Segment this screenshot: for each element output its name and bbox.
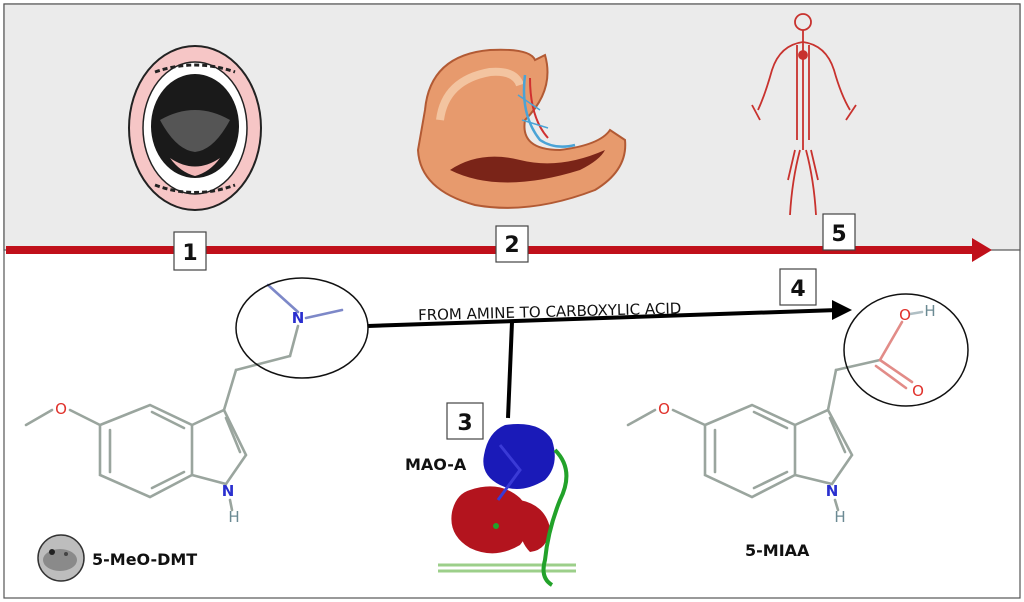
- stomach-icon: [416, 48, 627, 209]
- step-5-marker: 5: [822, 213, 856, 251]
- atom-nitrogen-indole: N: [826, 482, 839, 500]
- step-3-marker: 3: [446, 402, 484, 440]
- amine-highlight-circle: [235, 277, 369, 379]
- enzyme-label: MAO-A: [405, 455, 467, 474]
- circulatory-system-icon: [751, 13, 857, 216]
- svg-text:2: 2: [504, 233, 519, 258]
- svg-text:3: 3: [457, 411, 472, 436]
- atom-oxygen-carbonyl: O: [912, 382, 924, 400]
- atom-nitrogen-amine: N: [292, 309, 305, 327]
- toad-icon: [37, 534, 85, 582]
- step-1-marker: 1: [173, 231, 207, 271]
- atom-hydrogen: H: [228, 508, 239, 526]
- molecule-5-miaa: O N H O H O: [626, 302, 936, 526]
- reaction-arrow: [367, 300, 852, 419]
- mouth-icon: [128, 45, 262, 211]
- atom-nitrogen: N: [222, 482, 235, 500]
- atom-oxygen-hydroxyl: O: [899, 306, 911, 324]
- step-2-marker: 2: [495, 225, 529, 263]
- svg-text:4: 4: [790, 277, 805, 302]
- step-4-marker: 4: [779, 268, 817, 306]
- carboxyl-highlight-circle: [843, 293, 969, 407]
- atom-oxygen: O: [55, 400, 67, 418]
- compound-name-start: 5-MeO-DMT: [92, 550, 197, 569]
- compound-name-product: 5-MIAA: [745, 541, 810, 560]
- atom-hydrogen-indole: H: [834, 508, 845, 526]
- atom-hydrogen-hydroxyl: H: [924, 302, 935, 320]
- atom-oxygen-methoxy: O: [658, 400, 670, 418]
- timeline-arrow: [6, 238, 992, 262]
- molecule-5-meo-dmt: O N H N: [24, 283, 344, 526]
- svg-text:5: 5: [831, 222, 846, 247]
- svg-text:1: 1: [182, 241, 197, 266]
- protein-structure-icon: [438, 424, 576, 587]
